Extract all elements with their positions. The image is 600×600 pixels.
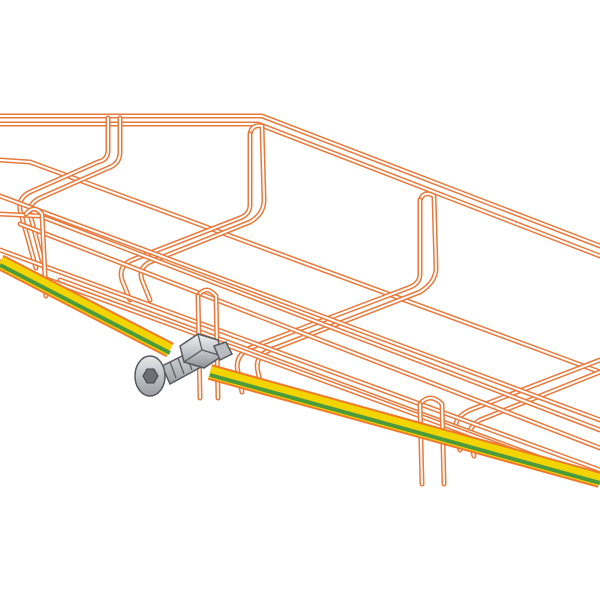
earth-bonding-clamp <box>134 333 234 397</box>
tray-back-mid-wire <box>0 157 600 375</box>
back-nut <box>212 341 234 362</box>
socket-head <box>134 355 166 397</box>
earth-conductor-cable <box>0 254 600 488</box>
wire-mesh-tray <box>0 113 600 487</box>
tray-front-drops <box>23 206 447 487</box>
